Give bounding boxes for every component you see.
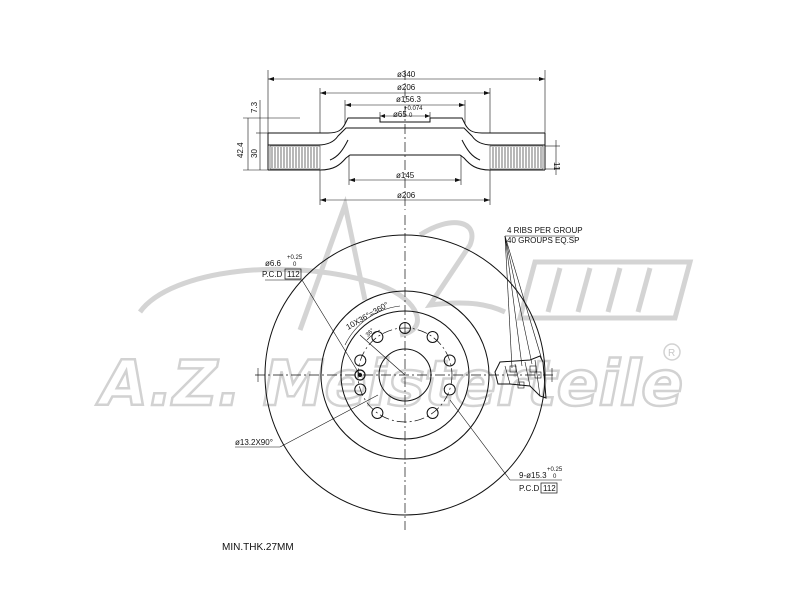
bolt-hole (426, 331, 439, 343)
side-profile-lower (268, 154, 545, 171)
chamfer-label: ø13.2X90° (235, 438, 273, 447)
watermark: A.Z. Meisterteile R (94, 195, 694, 421)
ribs-per-group-label: 4 RIBS PER GROUP (507, 226, 583, 235)
angle-single-label: 36° (365, 327, 376, 338)
ribs-groups-label: 40 GROUPS EQ.SP (507, 236, 579, 245)
bolt-pcd-label: P.C.D (519, 484, 540, 493)
bolt-holes-tol-lower: 0 (553, 474, 557, 480)
bolt-hole (354, 383, 367, 396)
dim-hat-diameter: ø156.3 (396, 95, 421, 104)
vane-detail (494, 355, 547, 399)
dim-outer-diameter: ø340 (397, 70, 416, 79)
watermark-brand-text: A.Z. Meisterteile (95, 347, 683, 420)
dim-center-bore: ø65 (393, 110, 407, 119)
side-profile-inner (268, 127, 545, 146)
small-pcd-box (284, 268, 302, 280)
dim-hub-inner: ø145 (396, 171, 415, 180)
watermark-registered-letter: R (668, 348, 675, 359)
dim-vent-gap: 11 (552, 162, 561, 171)
dim-center-bore-tol-lower: 0 (409, 113, 413, 119)
side-profile-upper (268, 117, 545, 134)
disc-hat-edge (340, 310, 470, 440)
bolt-hole (443, 354, 456, 367)
watermark-az-a (297, 195, 368, 331)
bolt-holes (354, 322, 456, 419)
side-view: ø340 ø206 ø156.3 ø65 +0.074 0 ø145 ø206 (236, 70, 561, 210)
side-profile-hat-bottom (329, 139, 481, 161)
bolt-hole (443, 383, 456, 396)
dim-inner-bottom: ø206 (397, 191, 416, 200)
dim-height: 42.4 (236, 142, 245, 158)
bolt-hole (371, 407, 384, 419)
dim-friction-inner: ø206 (397, 83, 416, 92)
bolt-hole (354, 354, 367, 367)
side-vanes-left (269, 145, 321, 170)
disc-outer-edge (264, 234, 546, 516)
bolt-hole (399, 322, 411, 334)
dim-center-bore-tol-upper: +0.074 (404, 106, 423, 112)
watermark-swoosh (137, 266, 420, 338)
dim-offset: 7.3 (250, 101, 259, 113)
side-vanes-right (489, 145, 544, 170)
small-hole-tol-upper: +0.25 (287, 255, 303, 261)
bolt-pcd-box (540, 482, 558, 494)
min-thickness-note: MIN.THK.27MM (222, 542, 294, 553)
small-pcd-label: P.C.D (262, 270, 283, 279)
angle-pattern-label: 10X36°=360° (345, 300, 391, 332)
watermark-registered-mark (663, 343, 681, 361)
dim-thickness: 30 (250, 149, 259, 158)
disc-center-bore (378, 348, 432, 402)
disc-friction-inner-edge (320, 290, 490, 460)
watermark-az-z (418, 220, 507, 315)
small-pcd-value: 112 (287, 270, 300, 279)
bolt-holes-tol-upper: +0.25 (547, 467, 563, 473)
bolt-pcd-value: 112 (543, 484, 556, 493)
small-hole-tol-lower: 0 (293, 262, 297, 268)
bolt-holes-label: 9-ø15.3 (519, 471, 547, 480)
bolt-hole (426, 407, 439, 419)
locating-hole (354, 369, 366, 381)
small-hole-diameter: ø6.6 (265, 259, 282, 268)
watermark-stripes (516, 259, 694, 321)
